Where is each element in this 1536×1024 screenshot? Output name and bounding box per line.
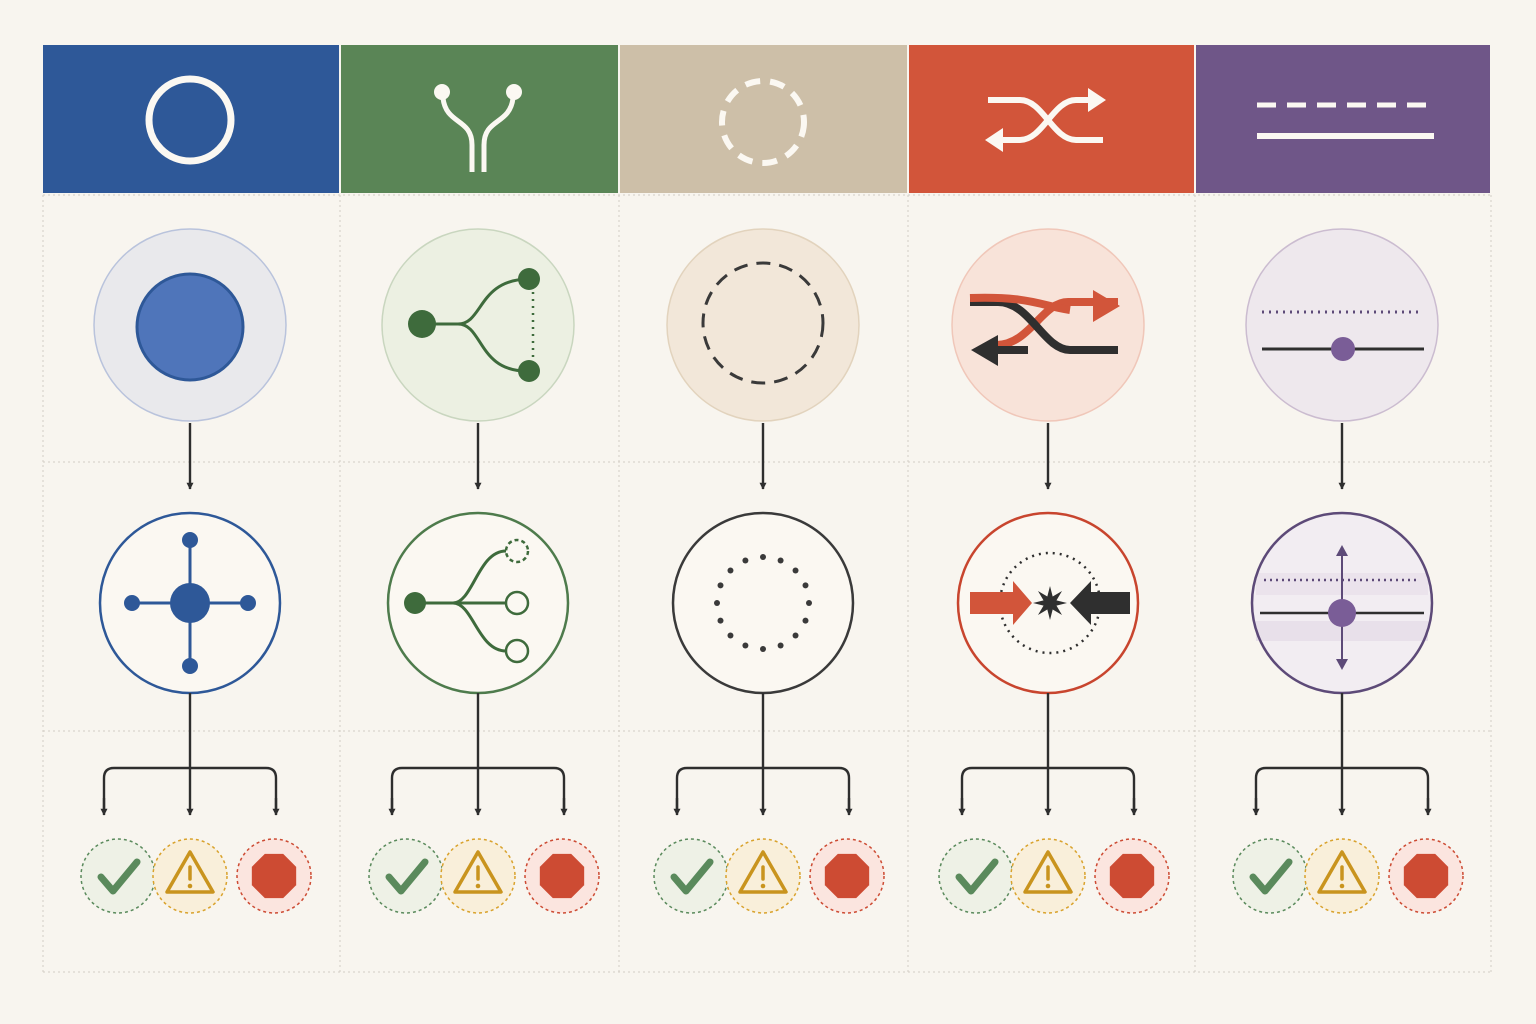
outcome-success [653, 838, 729, 914]
dashed-circle-icon [701, 261, 825, 385]
outcome-success [938, 838, 1014, 914]
outcome-success [1232, 838, 1308, 914]
outcome-warning [440, 838, 516, 914]
branch-connector-balance [1252, 693, 1432, 816]
outcome-row-center [80, 838, 312, 914]
branch-connector-cross [958, 693, 1138, 816]
header-branch [341, 45, 618, 193]
grid-lines [42, 194, 1492, 973]
outcome-row-balance [1232, 838, 1464, 914]
warning-icon [453, 850, 503, 894]
outcome-stop [236, 838, 312, 914]
column-cross [909, 45, 1194, 914]
solid-disc-icon [135, 272, 245, 382]
stop-icon [539, 853, 585, 899]
outcome-stop [1094, 838, 1170, 914]
top-node-center [93, 228, 287, 422]
header-dissolve [620, 45, 907, 193]
top-node-cross [951, 228, 1145, 422]
branch-connector-center [100, 693, 280, 816]
stop-icon [1109, 853, 1155, 899]
header-center [43, 45, 339, 193]
outcome-success [368, 838, 444, 914]
outcome-row-cross [938, 838, 1170, 914]
ring-icon [145, 75, 235, 165]
mid-node-dissolve [671, 511, 855, 695]
top-node-branch [381, 228, 575, 422]
level-slider-icon [1262, 310, 1424, 361]
warning-icon [738, 850, 788, 894]
branching-nodes-icon [408, 268, 540, 382]
fork-icon [434, 84, 522, 172]
mid-node-balance [1250, 511, 1434, 695]
check-icon [670, 858, 714, 895]
vertical-shift-icon [1260, 545, 1424, 670]
top-node-dissolve [666, 228, 860, 422]
dotted-circle-icon [714, 554, 812, 652]
dashed-and-solid-lines-icon [1257, 102, 1434, 139]
stop-icon [824, 853, 870, 899]
outcome-warning [1010, 838, 1086, 914]
collision-icon [970, 551, 1130, 655]
outcome-warning [1304, 838, 1380, 914]
outcome-success [80, 838, 156, 914]
outcome-row-branch [368, 838, 600, 914]
three-way-branch-icon [404, 538, 530, 664]
stop-icon [1403, 853, 1449, 899]
outcome-row-dissolve [653, 838, 885, 914]
check-icon [1249, 858, 1293, 895]
crossing-arrows-icon [969, 290, 1120, 366]
column-branch [341, 45, 618, 914]
shuffle-icon [985, 88, 1106, 152]
stop-icon [251, 853, 297, 899]
check-icon [955, 858, 999, 895]
branch-connector-dissolve [673, 693, 853, 816]
outcome-stop [809, 838, 885, 914]
mid-node-cross [956, 511, 1140, 695]
mid-node-center [98, 511, 282, 695]
outcome-stop [1388, 838, 1464, 914]
column-center [43, 45, 339, 914]
hub-and-spokes-icon [124, 532, 256, 674]
warning-icon [165, 850, 215, 894]
branch-connector-branch [388, 693, 568, 816]
outcome-warning [152, 838, 228, 914]
outcome-stop [524, 838, 600, 914]
mid-node-branch [386, 511, 570, 695]
warning-icon [1023, 850, 1073, 894]
top-node-balance [1245, 228, 1439, 422]
outcome-warning [725, 838, 801, 914]
check-icon [97, 858, 141, 895]
column-balance [1196, 45, 1490, 914]
header-balance [1196, 45, 1490, 193]
dashed-ring-icon [719, 78, 807, 166]
warning-icon [1317, 850, 1367, 894]
check-icon [385, 858, 429, 895]
column-dissolve [620, 45, 907, 914]
